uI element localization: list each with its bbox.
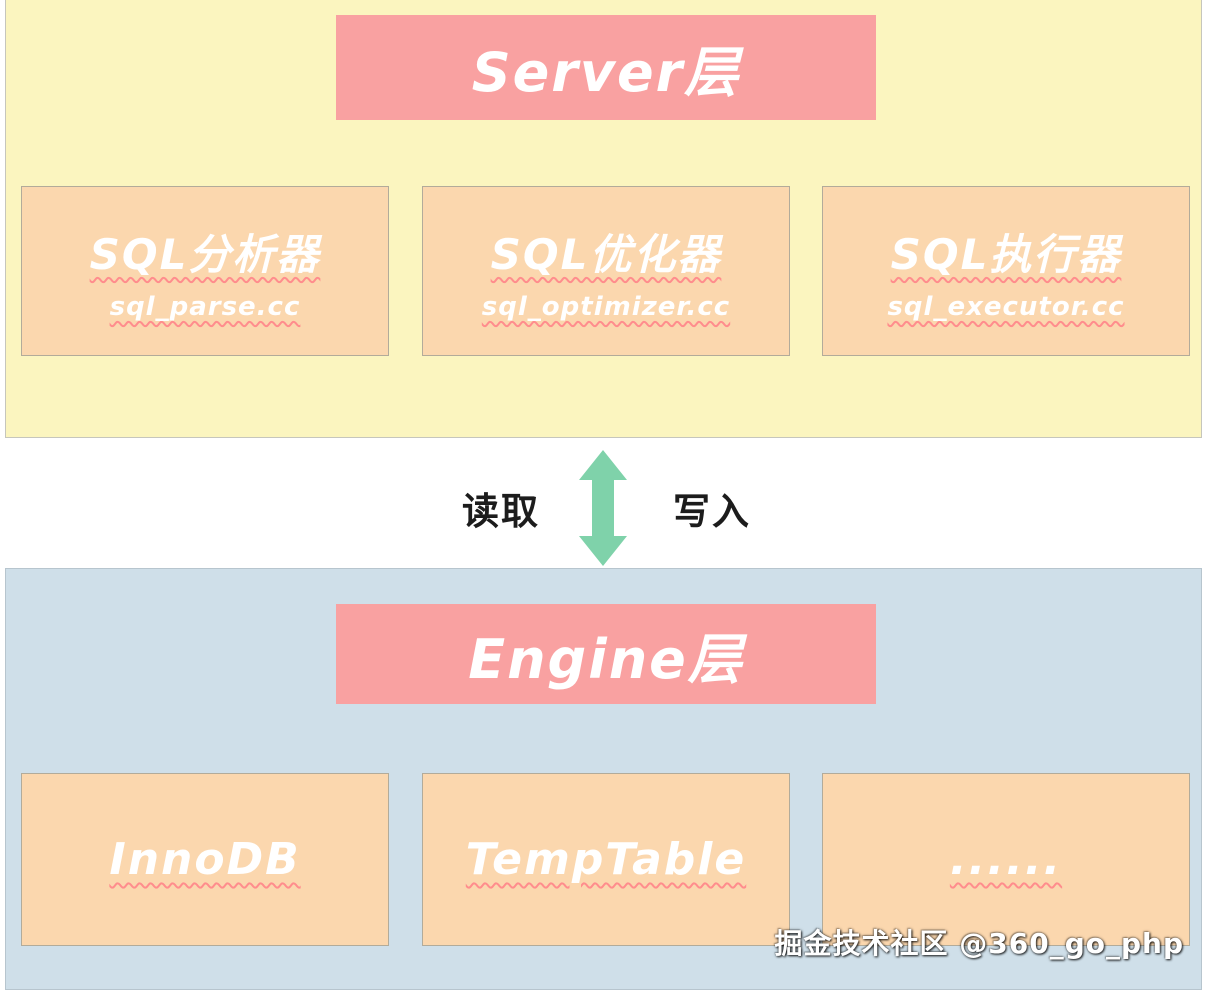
module-innodb: InnoDB (21, 773, 389, 946)
read-label: 读取 (462, 490, 540, 533)
module-title: TempTable (465, 834, 747, 885)
module-filename: sql_optimizer.cc (481, 291, 731, 322)
server-layer-panel: Server层 SQL分析器 sql_parse.cc SQL优化器 sql_o… (5, 0, 1202, 438)
write-label: 写入 (673, 490, 751, 533)
module-filename: sql_executor.cc (887, 291, 1125, 322)
module-title: InnoDB (109, 834, 301, 885)
module-title: SQL优化器 (490, 229, 722, 279)
module-filename: sql_parse.cc (109, 291, 301, 322)
module-sql-optimizer: SQL优化器 sql_optimizer.cc (422, 186, 790, 356)
server-layer-header: Server层 (336, 15, 876, 120)
engine-layer-panel: Engine层 InnoDB TempTable ...... (5, 568, 1202, 990)
module-title: SQL分析器 (89, 229, 321, 279)
module-other-engines: ...... (822, 773, 1190, 946)
bidirectional-arrow-icon (579, 450, 627, 566)
module-sql-executor: SQL执行器 sql_executor.cc (822, 186, 1190, 356)
server-layer-title: Server层 (471, 41, 741, 104)
module-title: SQL执行器 (890, 229, 1122, 279)
module-title: ...... (949, 834, 1063, 885)
watermark: 掘金技术社区 @360_go_php (774, 927, 1184, 960)
engine-layer-title: Engine层 (468, 627, 744, 691)
module-sql-parser: SQL分析器 sql_parse.cc (21, 186, 389, 356)
engine-layer-header: Engine层 (336, 604, 876, 704)
module-temptable: TempTable (422, 773, 790, 946)
